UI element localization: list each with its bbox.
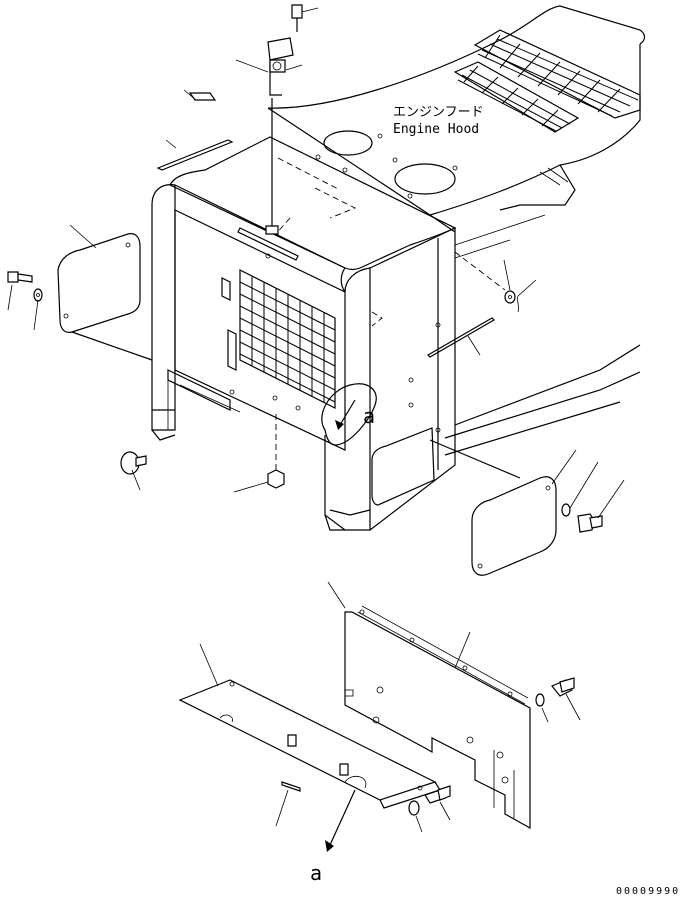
view-marker-upper: a: [335, 399, 375, 430]
frame-rail: [444, 214, 641, 456]
front-grille: [221, 269, 336, 409]
top-fastener-stack: [265, 4, 303, 235]
view-marker-lower: a: [310, 789, 356, 885]
lower-assembly: [178, 605, 575, 830]
right-access-cover: [429, 439, 557, 576]
engine-hood-label-jp: エンジンフード: [393, 105, 484, 120]
nut: [267, 410, 285, 489]
grommet: [120, 451, 147, 475]
engine-hood-label-en: Engine Hood: [393, 122, 479, 137]
drawing-number: 00009990: [616, 886, 680, 897]
engine-hood: エンジンフード Engine Hood: [267, 5, 646, 233]
hood-round-opening: [323, 130, 373, 156]
hood-round-opening: [394, 163, 456, 195]
hood-grille-upper: [473, 29, 641, 119]
side-washer: [504, 290, 516, 304]
hood-grille-lower: [453, 61, 580, 133]
alignment-lines: [269, 136, 506, 327]
view-ref-a-upper: a: [363, 404, 375, 428]
left-access-cover: [57, 233, 153, 361]
left-bolt-washer: [7, 271, 43, 302]
right-bolt-washer: [561, 503, 603, 533]
side-cover-enclosure: [151, 136, 457, 531]
view-ref-a-lower: a: [310, 861, 322, 885]
leader-lines: [7, 7, 625, 833]
